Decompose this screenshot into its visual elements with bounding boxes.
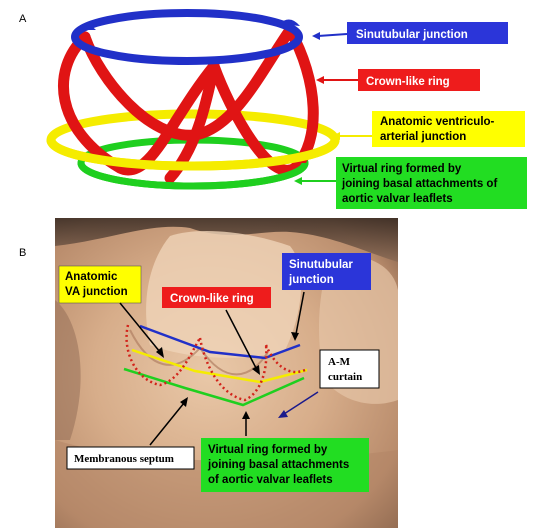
label-am-b-2: curtain xyxy=(328,371,362,383)
label-membranous-b: Membranous septum xyxy=(74,453,174,465)
panel-b-letter: B xyxy=(19,247,26,259)
panel-b-label-am-curtain: A-M curtain xyxy=(278,349,380,418)
label-virtual-a-2: joining basal attachments of xyxy=(341,178,497,190)
label-sinutubular-a: Sinutubular junction xyxy=(356,29,468,41)
commissure-front xyxy=(206,58,224,63)
label-anatomic-b-1: Anatomic xyxy=(65,271,118,283)
panel-a-label-crown: Crown-like ring xyxy=(316,69,480,91)
virtual-basal-ring-front xyxy=(77,162,309,190)
panel-b-label-virtual: Virtual ring formed by joining basal att… xyxy=(201,411,369,492)
panel-b-label-sinutubular: Sinutubular junction xyxy=(282,253,371,341)
label-anatomic-a-2: arterial junction xyxy=(380,131,466,143)
label-virtual-b-2: joining basal attachments xyxy=(207,459,349,471)
virtual-ring-line-b xyxy=(123,367,305,407)
label-sinutubular-b-1: Sinutubular xyxy=(289,259,353,271)
label-am-b-1: A-M xyxy=(328,356,351,368)
label-anatomic-a-1: Anatomic ventriculo- xyxy=(380,116,495,128)
panel-b-label-membranous: Membranous septum xyxy=(66,397,195,470)
label-virtual-a-1: Virtual ring formed by xyxy=(342,163,462,175)
anatomic-va-line-b xyxy=(131,348,308,384)
panel-a-label-sinutubular: Sinutubular junction xyxy=(312,22,508,44)
panel-a-schematic xyxy=(46,9,340,190)
panel-a-label-virtual: Virtual ring formed by joining basal att… xyxy=(294,157,527,209)
label-anatomic-b-2: VA junction xyxy=(65,286,128,298)
panel-b-label-anatomic: Anatomic VA junction xyxy=(58,265,164,358)
label-virtual-b-1: Virtual ring formed by xyxy=(208,444,328,456)
anatomic-va-junction-front xyxy=(46,139,340,171)
panel-a-label-anatomic: Anatomic ventriculo- arterial junction xyxy=(332,111,525,147)
commissure-left xyxy=(76,25,96,30)
label-crown-b: Crown-like ring xyxy=(170,293,254,305)
label-virtual-a-3: aortic valvar leaflets xyxy=(342,193,453,205)
sinutubular-junction-ring xyxy=(71,9,303,65)
commissure-right xyxy=(279,19,300,26)
crown-dotted-b xyxy=(125,324,306,402)
label-sinutubular-b-2: junction xyxy=(288,274,334,286)
sinutubular-line-b xyxy=(139,324,301,360)
specimen-overlay xyxy=(123,324,308,407)
label-virtual-b-3: of aortic valvar leaflets xyxy=(208,474,333,486)
panel-a-letter: A xyxy=(19,13,27,25)
panel-b-label-crown: Crown-like ring xyxy=(162,287,271,375)
label-crown-a: Crown-like ring xyxy=(366,76,450,88)
